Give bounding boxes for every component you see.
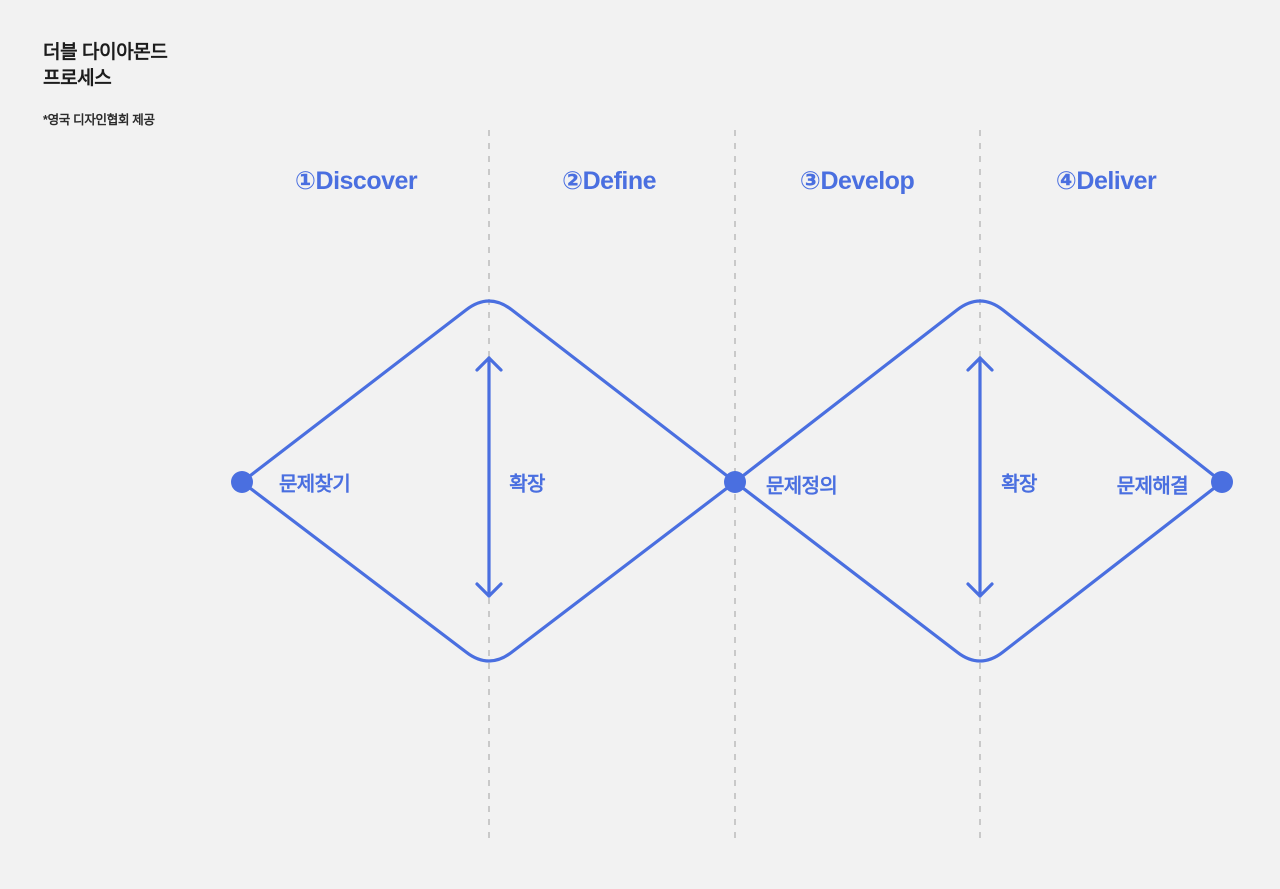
- node-problem-solution: [1211, 471, 1233, 493]
- page-title: 더블 다이아몬드 프로세스: [43, 42, 168, 90]
- phase-label-deliver: ④Deliver: [1055, 167, 1157, 195]
- node-caption-problem-solution: 문제해결: [1116, 475, 1189, 498]
- node-problem-definition: [724, 471, 746, 493]
- milestone-node-group: [231, 471, 1233, 493]
- phase-label-discover: ①Discover: [294, 167, 418, 195]
- arrow-caption-expand-two: 확장: [1001, 473, 1037, 496]
- header-block: 더블 다이아몬드 프로세스 *영국 디자인협회 제공: [43, 40, 463, 128]
- node-caption-problem-discovery: 문제찾기: [279, 473, 351, 496]
- page-subtitle: *영국 디자인협회 제공: [43, 113, 155, 128]
- phase-divider-group: [488, 130, 981, 845]
- expand-arrow-one: [475, 356, 503, 598]
- phase-label-define: ②Define: [561, 167, 657, 195]
- phase-label-develop: ③Develop: [799, 167, 915, 195]
- arrow-caption-expand-one: 확장: [509, 473, 545, 496]
- node-problem-discovery: [231, 471, 253, 493]
- expand-arrow-two: [966, 356, 994, 598]
- node-caption-problem-definition: 문제정의: [766, 475, 838, 498]
